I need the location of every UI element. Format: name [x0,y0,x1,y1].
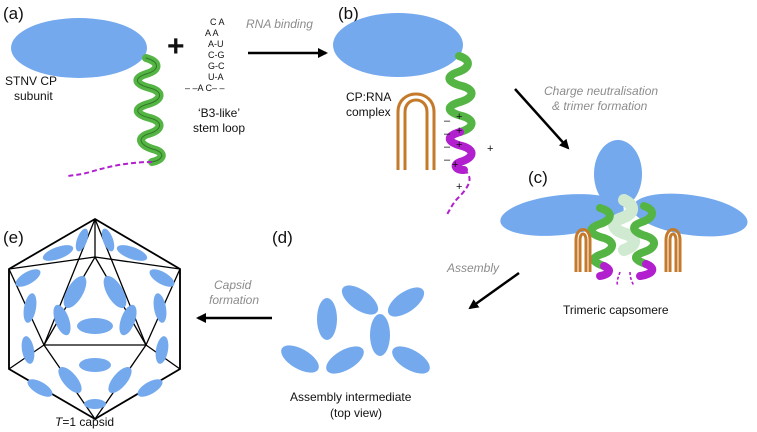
charge-minus: – [444,154,451,166]
panel-label-e: (e) [3,228,24,247]
charge-plus: + [456,111,462,123]
stem-loop: C A A A A-U C-G G-C U-A – –A C– – [185,17,225,93]
stem-loop-row: G-C [208,61,225,71]
stem-loop-row: U-A [208,72,224,82]
complex-helix [445,52,476,136]
rna-hairpin [396,92,436,170]
panel-label-a: (a) [3,4,24,23]
basic-tail [67,161,153,177]
capsomere-helix-right [630,202,658,268]
plus-sign: + [167,30,185,63]
capsomere-back-helix [608,194,640,256]
capsid-subunit [77,318,113,334]
capsid-subunits [15,228,175,409]
step-charge-1: Charge neutralisation [544,84,658,98]
cp-helix [133,54,166,166]
subunit-ellipse [326,346,364,374]
b3-label-2: stem loop [193,121,245,135]
charge-plus: + [456,125,462,137]
assembly-intermediate [281,285,430,374]
complex-tail-helix [445,128,476,174]
complex-label-2: complex [346,105,391,119]
capsid-subunit [149,269,175,287]
intermediate-label-2: (top view) [330,406,382,420]
capsomere-tail-right [636,260,657,280]
subunit-ellipse [317,298,337,340]
capsid-subunit [155,336,169,364]
step-capsid-1: Capsid [214,278,252,292]
capsomere-right-ellipse [632,193,748,237]
step-charge-2: & trimer formation [552,99,648,113]
charge-minus: – [444,141,451,153]
capsomere-tails [616,271,635,287]
panel-label-c: (c) [528,168,548,187]
charge-plus: + [456,139,462,151]
cp-rna-complex: – – – – + + + + + + [333,13,493,217]
capsid-subunit [58,366,82,394]
capsid-subunit [103,275,127,309]
capsid-subunit [153,293,167,323]
capsid-subunit [27,379,53,397]
capsid-subunit [63,275,87,309]
capsid-label-rest: =1 capsid [62,415,114,429]
capsid-subunit [21,336,35,364]
capsid-subunit [137,379,163,397]
capsid-subunit [79,358,111,372]
capsid-subunit [84,399,106,409]
step-assembly: Assembly [446,261,500,275]
step-rna-binding: RNA binding [246,17,313,31]
trimeric-label: Trimeric capsomere [563,303,669,317]
capsomere-helix-left [587,204,616,270]
charge-minus: – [444,128,451,140]
arrow-assembly [468,271,520,310]
subunit-ellipse [281,345,319,373]
panel-label-d: (d) [272,228,293,247]
cp-subunit [11,18,166,177]
b3-label-1: ‘B3-like’ [198,106,240,120]
stem-loop-row: C-G [208,50,225,60]
rna-hairpin-left [574,228,592,272]
capsid-subunit [119,304,137,336]
intermediate-label-1: Assembly intermediate [290,390,412,404]
charge-minus: – [444,115,451,127]
capsid-label: T=1 capsid [55,415,114,429]
capsid-subunit [116,245,148,261]
subunit-ellipse [387,287,425,317]
stnv-label-1: STNV CP [5,74,57,88]
capsid-subunit [75,228,89,252]
rna-hairpin-right [664,228,682,272]
capsid-subunit [101,228,115,252]
capsid-subunit [15,269,41,287]
capsid-subunit [42,245,74,261]
capsid-label-T: T [55,415,64,429]
subunit-ellipse [392,346,430,374]
stnv-label-2: subunit [14,89,53,103]
charge-plus: + [456,181,462,193]
capsomere-top-ellipse [594,140,642,208]
t1-capsid [8,217,181,421]
capsid-subunit [108,366,132,394]
stem-loop-row: C A [210,17,225,27]
stem-loop-row: A-U [208,39,224,49]
subunit-ellipse [341,285,379,315]
panel-label-b: (b) [338,4,359,23]
step-capsid-2: formation [209,293,259,307]
stem-loop-row: A A [205,28,219,38]
complex-ellipse [333,13,463,77]
charge-plus: + [487,143,493,155]
charge-plus: + [452,159,458,171]
capsid-subunit [23,293,37,323]
capsomere-tail-left [596,262,613,280]
complex-label-1: CP:RNA [346,90,391,104]
capsid-subunit [53,304,71,336]
subunit-ellipse [370,314,390,356]
trimeric-capsomere [500,140,748,287]
complex-tail [445,169,471,217]
cp-subunit-ellipse [11,18,147,78]
stem-loop-row: – –A C– – [185,83,225,93]
arrow-trimer-formation [514,88,570,150]
